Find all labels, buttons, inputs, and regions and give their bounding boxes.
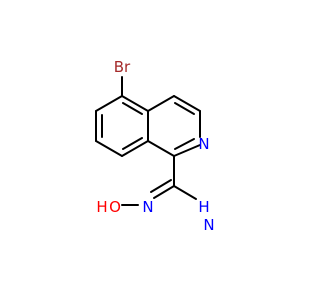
bond-c7-c8 — [95, 140, 123, 157]
bond-c5-c6 — [95, 95, 123, 112]
ring-nitrogen-atom: N — [198, 135, 209, 153]
amine-nitrogen-atom: N — [203, 216, 214, 234]
bond-camid-nimine — [153, 185, 175, 199]
molecule-structure: Br N N O H H N — [95, 58, 215, 234]
atom-labels: Br N N O H H N — [96, 58, 214, 234]
bond-camid-nimine-double — [150, 179, 172, 193]
bond-c4a-c4 — [147, 95, 175, 112]
bond-lines — [95, 76, 201, 206]
oxime-hydrogen-atom: H — [96, 198, 107, 216]
imine-nitrogen-atom: N — [142, 198, 153, 216]
bond-c8-c8a — [121, 140, 149, 157]
bromine-atom: Br — [114, 58, 131, 76]
bond-inner-n2-c1 — [174, 138, 195, 150]
bond-c1-c8a — [147, 140, 175, 157]
bond-camid-namine — [173, 185, 197, 200]
bond-c4-c3 — [173, 95, 201, 112]
bond-inner-c8-c8a — [122, 137, 143, 150]
oxime-oxygen-atom: O — [109, 198, 121, 216]
bond-inner-c4a-c5 — [122, 102, 143, 115]
bond-n2-c1 — [173, 144, 201, 157]
amine-hydrogen-atom: H — [198, 198, 209, 216]
bond-c4a-c5 — [121, 95, 149, 112]
bond-inner-c4-c3 — [174, 102, 195, 115]
